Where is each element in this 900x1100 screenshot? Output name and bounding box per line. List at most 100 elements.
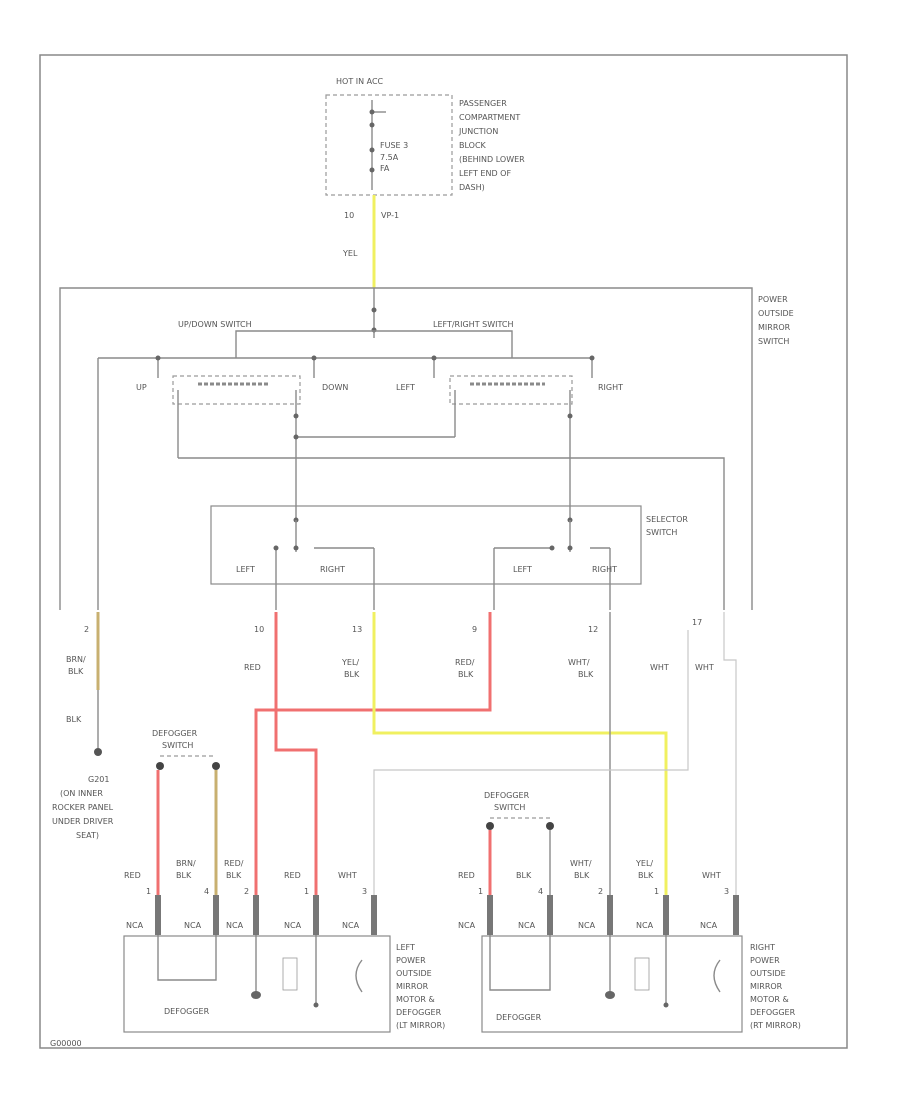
left-motor-node xyxy=(313,1002,319,1008)
svg-text:SEAT): SEAT) xyxy=(76,831,99,840)
selector-right-2: RIGHT xyxy=(592,565,617,574)
hot-in-label: HOT IN ACC xyxy=(336,77,384,86)
svg-text:UNDER DRIVER: UNDER DRIVER xyxy=(52,817,114,826)
svg-text:WHT/: WHT/ xyxy=(570,859,592,868)
label-left: LEFT xyxy=(396,383,415,392)
wht-blk-label: WHT/ xyxy=(568,658,590,667)
svg-text:MOTOR &: MOTOR & xyxy=(396,995,435,1004)
svg-text:NCA: NCA xyxy=(226,921,244,930)
right-mirror-label: RIGHT POWER OUTSIDE MIRROR MOTOR & DEFOG… xyxy=(750,943,801,1030)
red-label: RED xyxy=(244,663,261,672)
svg-text:WHT: WHT xyxy=(702,871,721,880)
top-connector-pin: 10 xyxy=(344,211,354,220)
svg-text:DEFOGGER: DEFOGGER xyxy=(396,1008,442,1017)
pin-13: 13 xyxy=(352,625,362,634)
svg-text:SWITCH: SWITCH xyxy=(646,528,677,537)
svg-text:NCA: NCA xyxy=(458,921,476,930)
wht-label: WHT xyxy=(695,663,714,672)
right-motor-coil xyxy=(713,959,721,993)
svg-text:POWER: POWER xyxy=(750,956,780,965)
right-defogger-terminal xyxy=(546,822,554,830)
svg-text:1: 1 xyxy=(478,887,483,896)
left-mirror-label: LEFT POWER OUTSIDE MIRROR MOTOR & DEFOGG… xyxy=(396,943,445,1030)
svg-text:SWITCH: SWITCH xyxy=(494,803,525,812)
wire-blk-label: BLK xyxy=(66,715,82,724)
svg-text:MIRROR: MIRROR xyxy=(396,982,429,991)
contact-dot xyxy=(567,413,573,419)
wht-label: WHT xyxy=(650,663,669,672)
wire-blk-label: BLK xyxy=(68,667,84,676)
svg-text:NCA: NCA xyxy=(342,921,360,930)
svg-text:SWITCH: SWITCH xyxy=(162,741,193,750)
top-wire-color: YEL xyxy=(342,249,358,258)
fuse-name: FUSE 3 xyxy=(380,141,408,150)
selector-switch-box xyxy=(210,505,642,585)
svg-text:(BEHIND LOWER: (BEHIND LOWER xyxy=(459,155,525,164)
ground-symbol xyxy=(94,748,102,756)
wire-brn-label: BRN/ xyxy=(66,655,86,664)
svg-text:(LT MIRROR): (LT MIRROR) xyxy=(396,1021,445,1030)
fuse-node xyxy=(369,147,375,153)
svg-text:DEFOGGER: DEFOGGER xyxy=(484,791,530,800)
svg-text:BLK: BLK xyxy=(638,871,654,880)
svg-text:NCA: NCA xyxy=(126,921,144,930)
fuse-node xyxy=(369,167,375,173)
left-motor-symbol xyxy=(251,991,261,999)
svg-text:BRN/: BRN/ xyxy=(176,859,196,868)
pin-17: 17 xyxy=(692,618,702,627)
svg-text:NCA: NCA xyxy=(518,921,536,930)
bottom-pins-left: 1 4 2 1 3 xyxy=(146,887,367,896)
svg-text:POWER: POWER xyxy=(396,956,426,965)
nca-labels-right: NCA NCA NCA NCA NCA xyxy=(458,921,718,930)
right-defogger-element xyxy=(489,935,551,991)
svg-text:4: 4 xyxy=(204,887,209,896)
updown-contact-box xyxy=(172,375,301,405)
svg-text:4: 4 xyxy=(538,887,543,896)
left-defogger-element xyxy=(157,935,217,981)
svg-text:BLOCK: BLOCK xyxy=(459,141,487,150)
svg-text:3: 3 xyxy=(724,887,729,896)
fuse-node xyxy=(369,109,375,115)
switch-junction xyxy=(371,307,377,313)
selector-dot xyxy=(293,545,299,551)
right-motor-node xyxy=(663,1002,669,1008)
contact-dot xyxy=(431,355,437,361)
svg-text:BLK: BLK xyxy=(574,871,590,880)
pin-2: 2 xyxy=(84,625,89,634)
svg-text:DEFOGGER: DEFOGGER xyxy=(750,1008,796,1017)
yel-blk-label: YEL/ xyxy=(341,658,359,667)
label-right: RIGHT xyxy=(598,383,623,392)
svg-text:MOTOR &: MOTOR & xyxy=(750,995,789,1004)
svg-text:RED: RED xyxy=(284,871,301,880)
pin-9: 9 xyxy=(472,625,477,634)
svg-text:SELECTOR: SELECTOR xyxy=(646,515,688,524)
selector-left-1: LEFT xyxy=(236,565,255,574)
svg-text:NCA: NCA xyxy=(636,921,654,930)
svg-text:RED/: RED/ xyxy=(224,859,244,868)
ground-label: G201 (ON INNER ROCKER PANEL UNDER DRIVER… xyxy=(52,775,114,840)
svg-text:POWER: POWER xyxy=(758,295,788,304)
svg-text:(ON INNER: (ON INNER xyxy=(60,789,103,798)
svg-text:3: 3 xyxy=(362,887,367,896)
left-defogger-label: DEFOGGER xyxy=(164,1007,210,1016)
right-motor-box xyxy=(634,957,650,991)
wht-return-bus xyxy=(178,457,725,610)
leftright-switch-label: LEFT/RIGHT SWITCH xyxy=(433,320,513,329)
label-down: DOWN xyxy=(322,383,348,392)
footer-code: G00000 xyxy=(50,1039,82,1048)
svg-text:NCA: NCA xyxy=(184,921,202,930)
red-blk-label: RED/ xyxy=(455,658,475,667)
svg-text:1: 1 xyxy=(654,887,659,896)
right-mirror-assembly xyxy=(481,935,743,1033)
selector-right-1: RIGHT xyxy=(320,565,345,574)
selector-dot xyxy=(549,545,555,551)
svg-text:BLK: BLK xyxy=(176,871,192,880)
pin-12: 12 xyxy=(588,625,598,634)
svg-text:DASH): DASH) xyxy=(459,183,485,192)
right-defogger-label: DEFOGGER xyxy=(496,1013,542,1022)
bottom-pins-right: 1 4 2 1 3 xyxy=(478,887,729,896)
pin-10: 10 xyxy=(254,625,264,634)
svg-text:YEL/: YEL/ xyxy=(635,859,653,868)
red-wire xyxy=(274,612,318,895)
